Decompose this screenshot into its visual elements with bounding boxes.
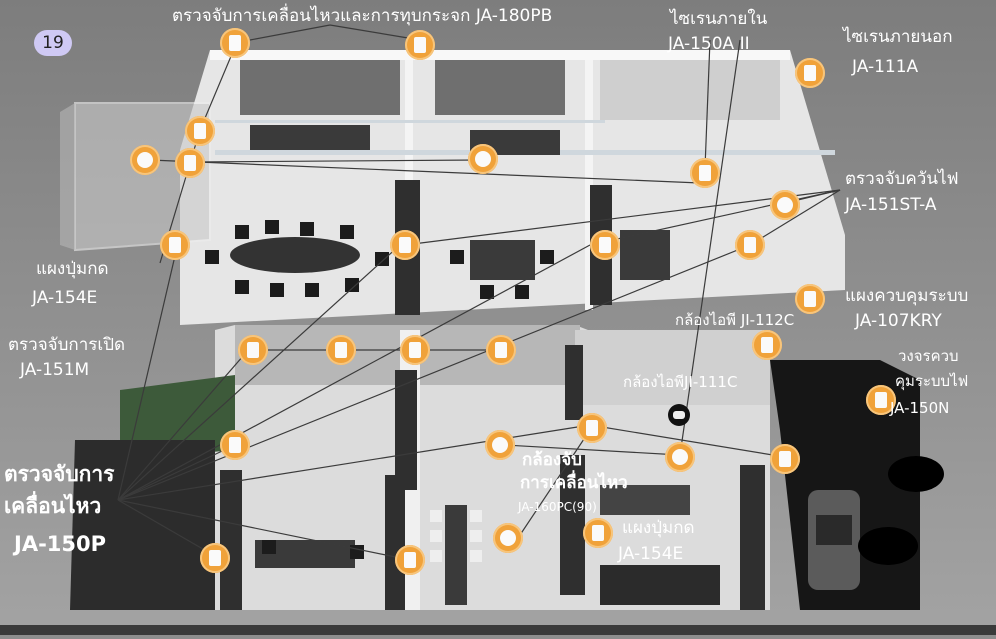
smoke-detector-model: JA-151ST-A [845, 195, 937, 215]
motion-detector-model: JA-150P [14, 532, 107, 556]
outdoor-siren-label: ไซเรนภายนอก [843, 27, 953, 47]
motion-detector-icon [590, 230, 620, 260]
dome-camera-icon [668, 404, 690, 426]
smoke-detector-icon [665, 442, 695, 472]
motion-detector-icon [395, 545, 425, 575]
motion-detector-label-2: เคลื่อนไหว [4, 494, 102, 518]
motion-detector-icon [160, 230, 190, 260]
opening-detector-model: JA-151M [20, 360, 90, 380]
motion-camera-label: กล้องจับ [522, 450, 582, 470]
opening-detector-icon [400, 335, 430, 365]
smoke-detector-icon [130, 145, 160, 175]
motion-detector-icon [200, 543, 230, 573]
keypad-bottom-model: JA-154E [618, 544, 684, 564]
motion-detector-label: ตรวจจับการ [4, 462, 115, 486]
indoor-siren-model: JA-150A II [668, 34, 750, 54]
opening-detector-label: ตรวจจับการเปิด [8, 335, 126, 355]
glass-break-detector-icon [220, 28, 250, 58]
indoor-siren-icon [690, 158, 720, 188]
power-control-label: วงจรควบ [898, 347, 959, 365]
opening-detector-icon [486, 335, 516, 365]
keypad-bottom-label: แผงปุ่มกด [622, 518, 695, 538]
motion-detector-icon [220, 430, 250, 460]
indoor-siren-label: ไซเรนภายใน [670, 9, 768, 29]
keypad-model: JA-154E [32, 288, 98, 308]
control-panel-model: JA-107KRY [855, 311, 942, 331]
ip-camera-112c-label: กล้องไอพี JI-112C [675, 311, 795, 329]
motion-detector-icon [735, 230, 765, 260]
keypad-label: แผงปุ่มกด [36, 259, 109, 279]
camera-icon [752, 330, 782, 360]
opening-detector-icon [326, 335, 356, 365]
ip-camera-111c-label: กล้องไอพีJI-111C [623, 373, 738, 391]
smoke-detector-icon [468, 144, 498, 174]
outdoor-siren-model: JA-111A [852, 57, 919, 77]
power-control-model: JA-150N [890, 399, 950, 417]
power-control-label-2: คุมระบบไฟ [895, 372, 969, 390]
motion-camera-icon [493, 523, 523, 553]
motion-detector-icon [390, 230, 420, 260]
glass-break-detector-icon [405, 30, 435, 60]
keypad-icon [185, 116, 215, 146]
control-panel-icon [795, 284, 825, 314]
smoke-detector-icon [485, 430, 515, 460]
motion-camera-model: JA-160PC(90) [518, 500, 597, 514]
glass-break-label: ตรวจจับการเคลื่อนไหวและการทุบกระจก JA-18… [172, 6, 553, 26]
smoke-detector-icon [770, 190, 800, 220]
outdoor-siren-icon [795, 58, 825, 88]
motion-camera-label-2: การเคลื่อนไหว [520, 473, 628, 493]
motion-detector-icon [577, 413, 607, 443]
smoke-detector-label: ตรวจจับควันไฟ [845, 169, 959, 189]
control-panel-label: แผงควบคุมระบบ [845, 286, 969, 306]
opening-detector-icon [238, 335, 268, 365]
keypad-icon [583, 518, 613, 548]
motion-detector-icon [770, 444, 800, 474]
keypad-icon [175, 148, 205, 178]
power-control-circuit-icon [866, 385, 896, 415]
page-number-badge: 19 [34, 30, 72, 56]
